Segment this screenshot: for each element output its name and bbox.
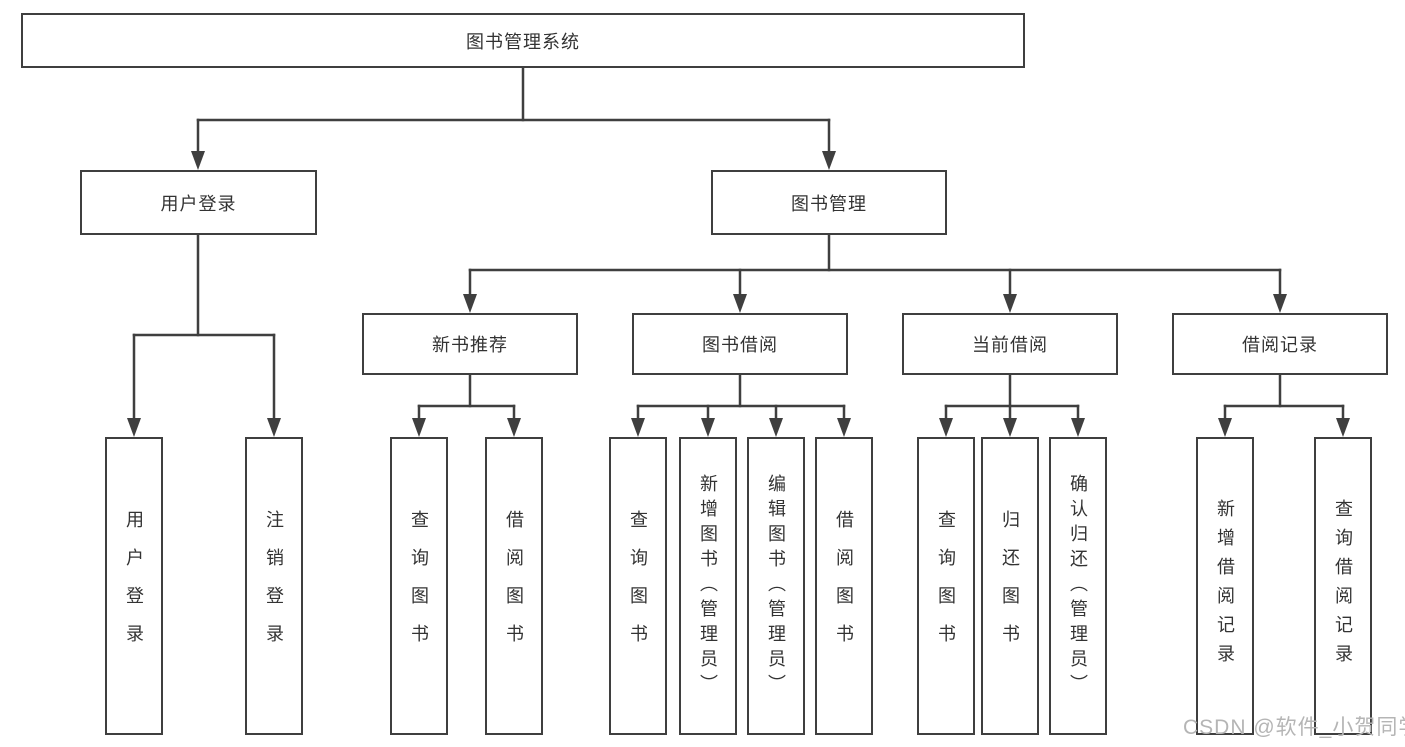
leaf-return-book: 归还图书 (981, 437, 1039, 735)
node-borrow-record-label: 借阅记录 (1242, 335, 1318, 355)
leaf-query-book-recommend: 查询图书 (390, 437, 448, 735)
node-user-login-label: 用户登录 (160, 193, 237, 214)
leaf-borrow-book-label: 借阅图书 (834, 510, 854, 662)
node-book-management: 图书管理 (711, 170, 947, 235)
leaf-borrow-book-recommend-label: 借阅图书 (504, 510, 524, 662)
leaf-query-book-recommend-label: 查询图书 (409, 510, 429, 662)
leaf-query-book-borrow: 查询图书 (609, 437, 667, 735)
node-borrow-record: 借阅记录 (1172, 313, 1388, 375)
node-book-management-label: 图书管理 (791, 193, 867, 214)
leaf-borrow-book-recommend: 借阅图书 (485, 437, 543, 735)
csdn-watermark: CSDN @软件_小贺同学 (1183, 716, 1405, 739)
node-current-borrow: 当前借阅 (902, 313, 1118, 375)
leaf-confirm-return-admin-label: 确认归还（管理员） (1068, 473, 1088, 699)
leaf-user-login-label: 用户登录 (124, 510, 144, 662)
node-root: 图书管理系统 (21, 13, 1025, 68)
leaf-query-borrow-record-label: 查询借阅记录 (1333, 499, 1353, 673)
leaf-query-borrow-record: 查询借阅记录 (1314, 437, 1372, 735)
leaf-query-book-current: 查询图书 (917, 437, 975, 735)
node-root-label: 图书管理系统 (466, 31, 580, 52)
leaf-edit-book-admin: 编辑图书（管理员） (747, 437, 805, 735)
node-book-borrow-label: 图书借阅 (702, 335, 778, 355)
leaf-confirm-return-admin: 确认归还（管理员） (1049, 437, 1107, 735)
leaf-user-login: 用户登录 (105, 437, 163, 735)
node-current-borrow-label: 当前借阅 (972, 335, 1048, 355)
leaf-add-book-admin: 新增图书（管理员） (679, 437, 737, 735)
leaf-edit-book-admin-label: 编辑图书（管理员） (766, 473, 786, 699)
node-new-book-recommend: 新书推荐 (362, 313, 578, 375)
node-user-login: 用户登录 (80, 170, 317, 235)
leaf-query-book-current-label: 查询图书 (936, 510, 956, 662)
node-book-borrow: 图书借阅 (632, 313, 848, 375)
arrowheads (127, 151, 1350, 437)
leaf-add-book-admin-label: 新增图书（管理员） (698, 473, 718, 699)
leaf-query-book-borrow-label: 查询图书 (628, 510, 648, 662)
leaf-add-borrow-record-label: 新增借阅记录 (1215, 499, 1235, 673)
leaf-borrow-book: 借阅图书 (815, 437, 873, 735)
leaf-add-borrow-record: 新增借阅记录 (1196, 437, 1254, 735)
leaf-return-book-label: 归还图书 (1000, 510, 1020, 662)
leaf-logout-label: 注销登录 (264, 510, 284, 662)
leaf-logout: 注销登录 (245, 437, 303, 735)
node-new-book-recommend-label: 新书推荐 (432, 335, 508, 355)
